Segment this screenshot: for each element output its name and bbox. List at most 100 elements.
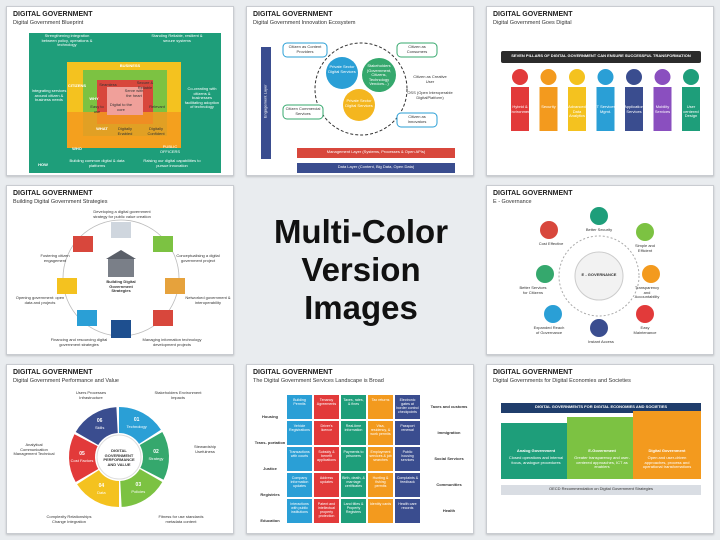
performance-segment	[120, 469, 163, 507]
slide-title: DIGITAL GOVERNMENT	[13, 369, 93, 376]
strategies-label: Opening government: open data and projec…	[15, 295, 65, 305]
economies-col-head: Digital Government	[648, 448, 686, 453]
egov-center-label: E - GOVERNANCE	[581, 272, 617, 277]
slide-title: DIGITAL GOVERNMENT	[13, 11, 93, 18]
service-cell	[287, 473, 312, 497]
egov-icon	[642, 265, 660, 283]
slide-subtitle: The Digital Government Services Landscap…	[253, 378, 384, 384]
performance-label: Stakeholders Environment Impacts	[154, 390, 202, 400]
service-cell-label: Land titles & Property Registers	[343, 502, 364, 515]
egov-icon	[540, 221, 558, 239]
slide-title: DIGITAL GOVERNMENT	[253, 369, 333, 376]
service-row-label: Justice	[263, 466, 277, 471]
economies-footer: OECD Recommendation on Digital Governmen…	[548, 486, 654, 491]
service-cell-label: Driver's licence	[320, 424, 333, 433]
blueprint-label: Serve with the heart	[124, 88, 144, 98]
service-cell-label: Taxes, rates, & fines	[343, 398, 364, 407]
service-cell-label: Electronic gates at border control check…	[396, 398, 419, 415]
slide-digital-economies[interactable]: DIGITAL GOVERNMENT Digital Governments f…	[486, 364, 714, 534]
segment-number: 02	[153, 449, 159, 456]
pillar-label: Hybrid & Environment	[509, 104, 532, 114]
service-cell-label: Public housing services	[400, 450, 415, 463]
slide-subtitle: Digital Government Goes Digital	[493, 20, 572, 26]
service-cell-label: Health care records	[398, 502, 417, 511]
strategies-label: Fostering citizen engagement	[40, 253, 70, 263]
service-cell	[368, 421, 393, 445]
service-cell	[341, 473, 366, 497]
center-line-2: Version Images	[301, 251, 421, 326]
ecosystem-diagram	[261, 42, 455, 173]
slide-title: DIGITAL GOVERNMENT	[253, 11, 333, 18]
service-cell	[368, 395, 393, 419]
blueprint-label: Building common digital & data platforms	[69, 158, 125, 168]
slide-title: DIGITAL GOVERNMENT	[493, 190, 573, 197]
egov-label: Better Security	[585, 227, 613, 232]
ecosystem-label: Engagement Layer	[262, 84, 268, 119]
performance-segment	[69, 434, 99, 482]
ecosystem-label: Citizen as Content Providers	[288, 44, 322, 54]
ecosystem-label: Stakeholders (Government, Citizens, Tech…	[366, 63, 392, 87]
service-cell-label: Vehicle Registrations	[289, 424, 310, 433]
blueprint-label: WHO	[72, 146, 82, 151]
segment-number: 05	[79, 450, 85, 457]
egov-icon	[544, 305, 562, 323]
economies-col-body: Greater transparency and user-centered a…	[574, 455, 630, 470]
pillar-bar	[539, 87, 558, 131]
pillar-bar	[596, 87, 615, 131]
ecosystem-label: Private Sector Digital Services	[328, 64, 356, 74]
service-cell-label: Passport renewal	[400, 424, 415, 433]
service-cell	[395, 421, 420, 445]
service-cell-label: Real-time information	[344, 424, 363, 433]
slide-performance-value[interactable]: DIGITAL GOVERNMENT Digital Government Pe…	[6, 364, 234, 534]
egov-label: Better Services for Citizens	[519, 285, 547, 295]
service-cell-label: Visa, residency, & work permits	[370, 424, 391, 437]
pillar-icon	[540, 69, 557, 85]
egov-label: Cost Effective	[538, 241, 564, 246]
ecosystem-label: Citizen as Innovators	[407, 114, 427, 124]
strategies-label: Managing information technology developm…	[142, 337, 202, 347]
economies-col-head: Analog Government	[516, 448, 556, 453]
economies-banner: DIGITAL GOVERNMENTS FOR DIGITAL ECONOMIE…	[534, 404, 667, 409]
service-cell-label: Subsidy & benefit applications	[317, 450, 336, 463]
service-right-label: Social Services	[434, 456, 464, 461]
slide-services-landscape[interactable]: DIGITAL GOVERNMENT The Digital Governmen…	[246, 364, 474, 534]
blueprint-label: WHAT	[96, 126, 108, 131]
egov-icon	[536, 265, 554, 283]
service-cell	[314, 421, 339, 445]
ecosystem-label: Management Layer (Systems, Processes & O…	[326, 149, 426, 154]
blueprint-label: Digitally Confident	[147, 126, 165, 136]
slide-e-governance[interactable]: DIGITAL GOVERNMENT E - Governance E - GO…	[486, 185, 714, 355]
pillar-label: Mobility Services	[654, 104, 671, 114]
service-cell-label: Hunting & fishing permits	[372, 476, 389, 489]
ecosystem-label: Private Sector Digital Services	[345, 98, 373, 108]
egov-icon	[590, 207, 608, 225]
service-cell	[395, 473, 420, 497]
service-cell	[287, 499, 312, 523]
economies-col-head: E-Government	[588, 448, 616, 453]
egov-label: Easy Maintenance	[633, 325, 657, 335]
service-cell	[341, 421, 366, 445]
blueprint-label: CITIZENS	[67, 83, 87, 88]
service-cell	[287, 447, 312, 471]
slide-building-strategies[interactable]: DIGITAL GOVERNMENT Building Digital Gove…	[6, 185, 234, 355]
slide-innovation-ecosystem[interactable]: DIGITAL GOVERNMENT Digital Government In…	[246, 6, 474, 176]
slide-blueprint[interactable]: DIGITAL GOVERNMENT Digital Government Bl…	[6, 6, 234, 176]
service-cell-label: Tenancy Agreements	[316, 398, 337, 407]
blueprint-label: Strengthening integration between policy…	[41, 33, 93, 48]
slide-goes-digital[interactable]: DIGITAL GOVERNMENT Digital Government Go…	[486, 6, 714, 176]
service-cell-label: Payments to prisoners	[343, 450, 364, 459]
performance-segment	[77, 470, 119, 507]
segment-label: Cost Factors	[70, 457, 94, 463]
pillar-icon	[626, 69, 642, 85]
blueprint-label: Raising our digital capabilities to purs…	[143, 158, 201, 168]
service-cell	[395, 447, 420, 471]
ecosystem-label: Data Layer (Content, Big Data, Open Data…	[337, 164, 415, 169]
performance-segment	[75, 407, 118, 445]
service-right-label: Taxes and customs	[430, 404, 468, 409]
service-cell-label: Birth, death, & marriage certificates	[342, 476, 365, 489]
blueprint-label: Secure & Reliable	[136, 80, 154, 90]
service-row-label: Trans- portation	[254, 440, 286, 445]
service-cell-label: Employment services & job searches	[369, 450, 392, 463]
pillar-bar	[511, 87, 529, 131]
performance-label: Complexity Relationships Change Integrat…	[46, 514, 92, 524]
